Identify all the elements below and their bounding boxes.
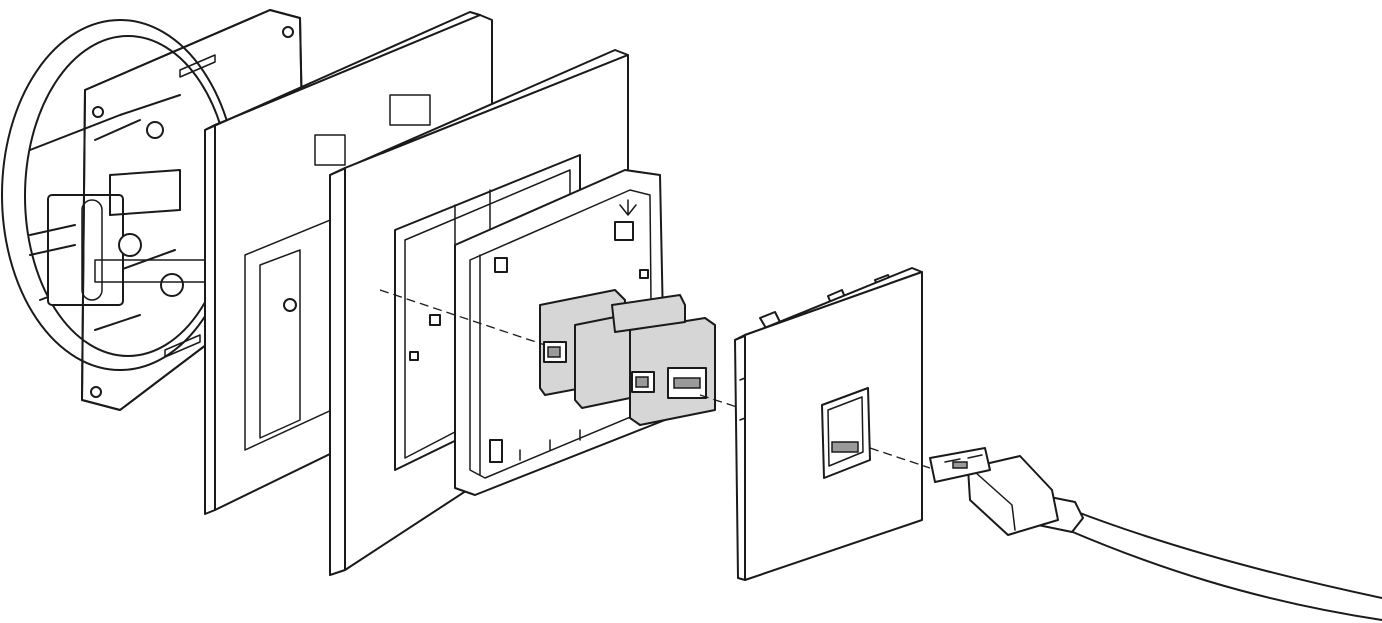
usb-coupler-module xyxy=(454,169,716,496)
cover-plate xyxy=(734,267,923,581)
mounting-box xyxy=(1,19,295,371)
usb-cable xyxy=(929,447,1382,621)
assembly-axis xyxy=(379,289,931,469)
